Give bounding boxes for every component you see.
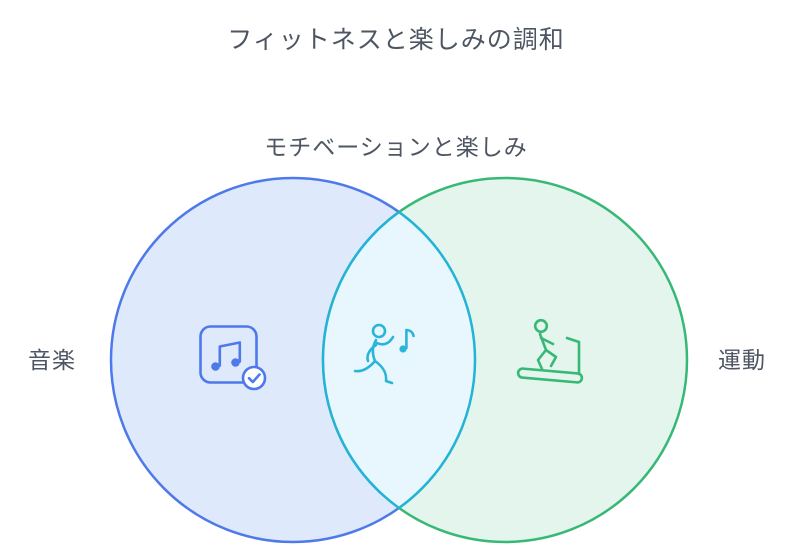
intersection-label: モチベーションと楽しみ — [264, 135, 528, 161]
left-set-label: 音楽 — [28, 348, 76, 374]
page-title: フィットネスと楽しみの調和 — [227, 25, 565, 54]
intersection-outline — [323, 178, 477, 542]
right-set-label: 運動 — [718, 348, 766, 374]
dancing-person-music-icon — [353, 323, 415, 385]
music-note-check-icon — [199, 325, 267, 391]
intersection-region — [321, 178, 475, 542]
treadmill-runner-icon — [516, 318, 584, 384]
